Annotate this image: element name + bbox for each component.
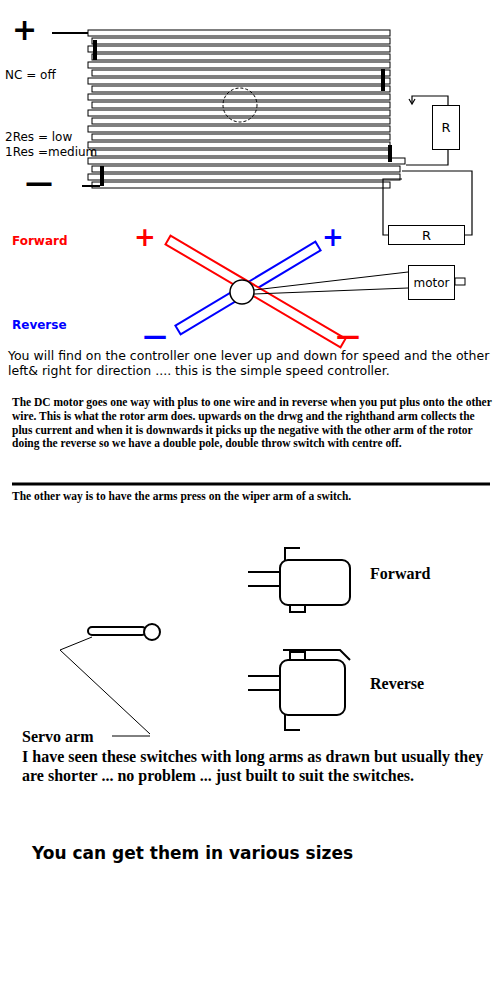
servo-arm [88, 624, 160, 640]
part-label: Servo arm [22, 727, 94, 746]
contact-strip [92, 70, 390, 76]
contact-strip [92, 182, 390, 188]
contact-strip [88, 158, 405, 164]
contact-strip [88, 174, 400, 180]
leader-line [60, 637, 150, 736]
contact-strip [92, 166, 400, 172]
contact-strip [88, 110, 390, 116]
wiper-pivot [223, 88, 257, 122]
resistor-strips [88, 30, 405, 188]
microswitch-forward [248, 548, 350, 612]
supply-sign: — [25, 166, 53, 200]
contact-strip [92, 134, 390, 140]
direction-label: Forward [12, 234, 68, 248]
description-note: You can get them in various sizes [32, 843, 353, 863]
node-text: R [422, 228, 431, 243]
resistor-symbol: R [388, 225, 465, 245]
supply-sign: + [12, 12, 37, 48]
contact-bar [100, 166, 104, 186]
description-note: The other way is to have the arms press … [12, 490, 492, 504]
contact-strip [88, 46, 390, 52]
contact-strip [88, 94, 390, 100]
node-text: R [441, 120, 450, 135]
resistor-symbol: R [432, 105, 460, 150]
supply-wire [82, 185, 100, 187]
contact-bar [381, 69, 385, 91]
wire [412, 96, 448, 105]
supply-wire [52, 32, 88, 34]
contact-bar [388, 145, 392, 162]
polarity-sign: — [336, 322, 360, 351]
motor-shaft [455, 278, 465, 285]
description-note: You will find on the controller one leve… [8, 348, 493, 378]
motor-box: motor [408, 265, 455, 300]
wire [406, 150, 448, 165]
position-label: 2Res = low [5, 130, 72, 144]
contact-strip [88, 30, 390, 36]
rotor-hub [230, 280, 254, 304]
contact-strip [92, 86, 390, 92]
node-text: motor [413, 276, 449, 290]
polarity-sign: — [143, 322, 167, 351]
wire-arrow [409, 99, 415, 104]
description-note: I have seen these switches with long arm… [22, 747, 492, 785]
contact-strip [88, 126, 390, 132]
contact-strip [92, 38, 390, 44]
divider [12, 483, 490, 486]
contact-strip [92, 102, 390, 108]
contact-strip [92, 118, 390, 124]
position-label: 1Res =medium [5, 145, 97, 159]
direction-label: Reverse [12, 318, 67, 332]
contact-strip [92, 150, 390, 156]
motor-wire [254, 272, 408, 290]
polarity-sign: + [134, 222, 156, 253]
position-label: NC = off [5, 68, 56, 82]
motor-wire [254, 288, 408, 294]
polarity-sign: + [322, 222, 344, 253]
contact-strip [92, 54, 390, 60]
contact-strip [88, 142, 390, 148]
switch-label: Reverse [370, 674, 424, 693]
switch-label: Forward [370, 564, 430, 583]
contact-bar [93, 40, 97, 60]
contact-strip [88, 62, 390, 68]
description-note: The DC motor goes one way with plus to o… [12, 396, 492, 451]
contact-strip [88, 78, 390, 84]
microswitch-reverse [248, 650, 350, 730]
